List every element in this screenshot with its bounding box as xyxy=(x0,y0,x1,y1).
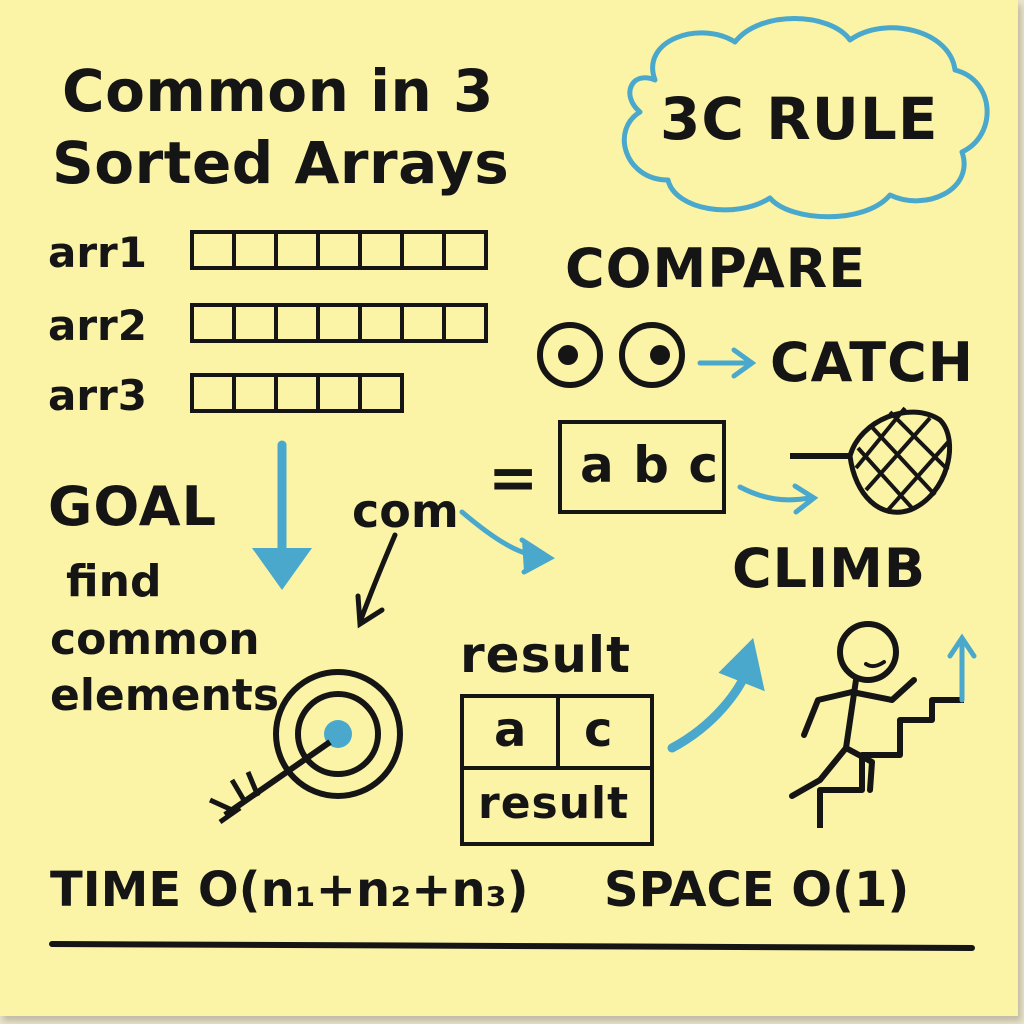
catch-step: CATCH xyxy=(770,331,974,394)
compare-step: COMPARE xyxy=(565,237,867,300)
arrow-icon-com-to-target xyxy=(355,532,398,629)
climb-step: CLIMB xyxy=(732,537,927,600)
arrow-icon-abc-to-net xyxy=(737,483,819,515)
result-cell-c: c xyxy=(584,702,614,758)
goal-heading: GOAL xyxy=(48,475,217,538)
result-footer: result xyxy=(478,778,630,829)
up-arrow-icon xyxy=(947,633,977,703)
goal-line-3: elements xyxy=(50,670,280,721)
com-label: com xyxy=(352,484,459,538)
stick-figure-icon xyxy=(789,621,917,799)
bottom-rule xyxy=(49,941,975,951)
title-line-2: Sorted Arrays xyxy=(52,129,510,197)
arrow-icon-result-to-climb xyxy=(667,637,765,753)
arr1-cells xyxy=(190,230,488,270)
stairs-icon xyxy=(817,697,964,828)
goal-line-2: common xyxy=(50,614,260,665)
equals-sign: = xyxy=(488,443,540,513)
arr3-cells xyxy=(190,373,404,413)
time-complexity: TIME O(n₁+n₂+n₃) xyxy=(50,862,529,918)
eyes-icon xyxy=(537,322,685,388)
arrow-icon-eyes-to-catch xyxy=(697,347,757,379)
space-complexity: SPACE O(1) xyxy=(604,862,910,918)
arr2-label: arr2 xyxy=(48,301,147,350)
abc-box: a b c xyxy=(558,420,726,514)
arr1-label: arr1 xyxy=(48,228,147,277)
arr2-cells xyxy=(190,303,488,343)
abc-box-text: a b c xyxy=(580,436,719,494)
net-icon xyxy=(790,406,953,515)
title-line-1: Common in 3 xyxy=(62,57,494,125)
arrow-icon-com-to-abc xyxy=(459,509,555,575)
result-cell-a: a xyxy=(494,702,528,758)
target-icon xyxy=(208,669,403,825)
badge-text: 3C RULE xyxy=(660,85,939,153)
down-arrow-icon xyxy=(252,440,312,590)
result-table: a c result xyxy=(460,694,654,846)
arr3-label: arr3 xyxy=(48,371,147,420)
goal-line-1: find xyxy=(66,556,162,607)
result-title: result xyxy=(460,626,631,684)
